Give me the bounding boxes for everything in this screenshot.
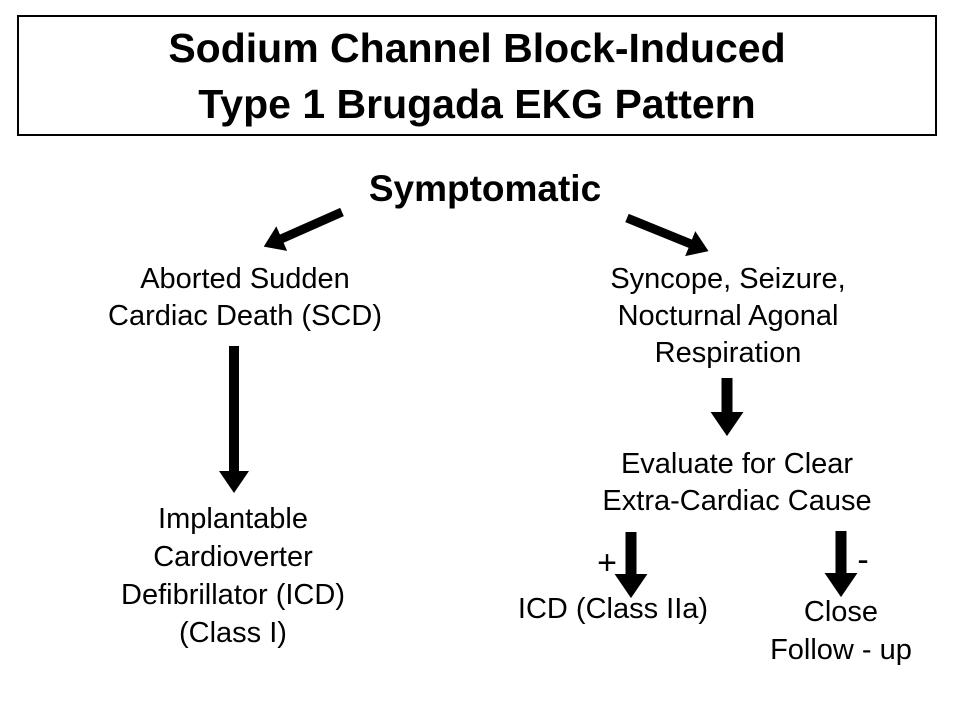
title-line-2: Type 1 Brugada EKG Pattern bbox=[198, 80, 756, 127]
title-box: Sodium Channel Block-Induced Type 1 Brug… bbox=[17, 15, 937, 136]
positive-sign-label: + bbox=[597, 544, 617, 582]
title-line-1: Sodium Channel Block-Induced bbox=[168, 24, 786, 71]
arrow-symptomatic-to-syncope bbox=[625, 213, 709, 257]
node-aborted-sudden-cardiac-death: Aborted Sudden Cardiac Death (SCD) bbox=[108, 263, 382, 332]
node-close-follow-up: Close Follow - up bbox=[770, 596, 912, 666]
node-symptomatic: Symptomatic bbox=[368, 168, 602, 209]
node-icd-class-i: Implantable Cardioverter Defibrillator (… bbox=[121, 503, 345, 649]
negative-sign-label: - bbox=[857, 541, 869, 579]
node-syncope-seizure-respiration: Syncope, Seizure, Nocturnal Agonal Respi… bbox=[610, 263, 846, 369]
node-icd-class-iia: ICD (Class IIa) bbox=[517, 593, 709, 625]
arrow-symptomatic-to-aborted-scd bbox=[263, 207, 344, 251]
node-evaluate-extra-cardiac-cause: Evaluate for Clear Extra-Cardiac Cause bbox=[602, 448, 872, 517]
